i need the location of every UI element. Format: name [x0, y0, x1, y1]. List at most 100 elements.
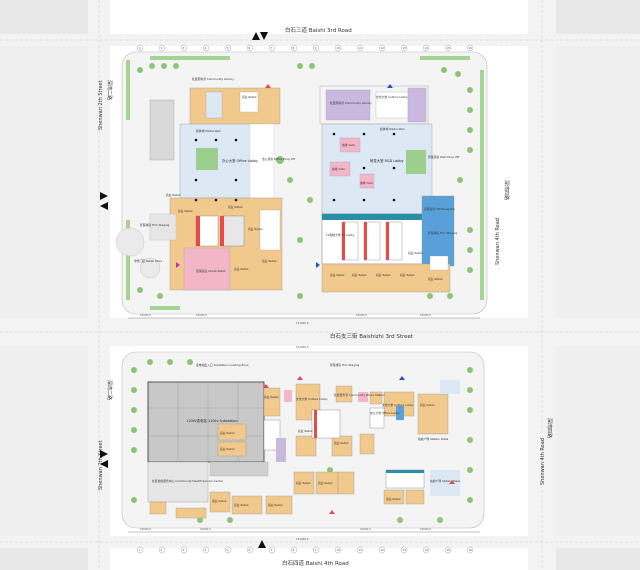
road-label-left-lower: 深湾二路 Shenwan 2th Street [98, 380, 113, 490]
grid-bubble [356, 546, 364, 554]
grid-bubble-label: 12 [381, 548, 385, 552]
s-police: 社区警务室 Community Police Station [334, 393, 385, 397]
svg-text:商业 Retail: 商业 Retail [220, 431, 235, 435]
svg-text:深湾二路: 深湾二路 [106, 80, 113, 100]
grid-bubble [246, 546, 254, 554]
grid-bubble-label: 11 [359, 46, 363, 50]
grid-bubble [444, 546, 452, 554]
svg-text:商业 Retail: 商业 Retail [334, 441, 349, 445]
grid-bubble [400, 546, 408, 554]
road-label-right-upper: 深湾四路 Shenwan 4th Road [495, 180, 510, 265]
svg-text:商业 Retail: 商业 Retail [262, 259, 277, 263]
north-left-building [115, 87, 283, 291]
svg-text:深湾四路: 深湾四路 [546, 418, 553, 438]
grid-bubble-label: 5 [227, 46, 229, 50]
svg-text:商业 Retail: 商业 Retail [408, 251, 423, 255]
grid-bubble [180, 44, 188, 52]
grid-bubble [290, 44, 298, 52]
grid-bubble-label: 14 [425, 46, 429, 50]
grid-bubble [312, 44, 320, 52]
grid-bubble-label: 3 [183, 46, 185, 50]
nr-drop-off: 研发落客 R&D Drop Off [428, 155, 459, 159]
grid-bubble-label: 10 [337, 46, 341, 50]
nr-rd-lobby: 研发大堂 R&D Lobby [370, 158, 404, 163]
grid-bubble-label: 10 [337, 548, 341, 552]
grid-bubble [444, 44, 452, 52]
road-label-top: 白石三道 Baishi 3rd Road [285, 26, 352, 34]
nl-film-staging: 影院排队 Film Staging [140, 223, 170, 227]
road-label-middle: 白石支三街 Baishizhi 3rd Street [330, 332, 414, 340]
nl-store-label: 零售门店 Retail Store [134, 259, 163, 263]
grid-bubble [202, 546, 210, 554]
grid-bubble [334, 44, 342, 52]
north-marker-icons [176, 84, 393, 268]
grid-bubble-label: 1 [139, 46, 141, 50]
svg-text:商业 Retail: 商业 Retail [298, 429, 313, 433]
road-label-left-upper: 深湾二路 Shenwan 2th Street [98, 80, 113, 130]
svg-text:Shenwan 4th Road: Shenwan 4th Road [495, 218, 501, 265]
grid-bubble-label: 6 [249, 548, 251, 552]
grid-bubble [356, 44, 364, 52]
grid-bubble [202, 44, 210, 52]
grid-bubble-label: 14 [425, 548, 429, 552]
north-block: 社区图书室 Community Library 商业 Retail 媒体墙 Me… [115, 51, 488, 315]
svg-text:10000.0: 10000.0 [360, 527, 371, 531]
entrance-arrow-icons [100, 32, 268, 548]
svg-text:商业 Retail: 商业 Retail [234, 267, 249, 271]
svg-text:商业 Retail: 商业 Retail [178, 209, 193, 213]
s-substation-zone: 变电站出入口 Substation Loading Zone [196, 363, 249, 367]
grid-bubble-label: 11 [359, 548, 363, 552]
grid-bubble-label: 16 [469, 548, 473, 552]
grid-bubble [466, 44, 474, 52]
s-station-plaza: 站前广场 Station Plaza [418, 437, 449, 441]
nl-drop-label: 办公落客 Office Drop Off [262, 157, 295, 161]
grid-bubble [466, 546, 474, 554]
grid-bubble [268, 546, 276, 554]
road-label-right-lower: 深湾四路 Shenwan 4th Road [540, 418, 553, 485]
svg-text:Shenwan 2th Street: Shenwan 2th Street [98, 80, 104, 130]
grid-bubble-label: 6 [249, 46, 251, 50]
grid-bubble-label: 9 [315, 46, 317, 50]
svg-text:商业 Retail: 商业 Retail [386, 497, 401, 501]
svg-text:深湾二路: 深湾二路 [106, 380, 113, 400]
svg-text:商业 Retail: 商业 Retail [234, 503, 249, 507]
svg-text:商业 Retail: 商业 Retail [166, 193, 181, 197]
svg-text:商业 Retail: 商业 Retail [352, 273, 367, 277]
svg-text:商业 Retail: 商业 Retail [212, 499, 227, 503]
grid-bubble-label: 13 [403, 46, 407, 50]
svg-text:咖啡 Cafe: 咖啡 Cafe [332, 167, 345, 171]
grid-bubble [378, 44, 386, 52]
grid-bubble [422, 44, 430, 52]
grid-bubble [246, 44, 254, 52]
svg-text:10000.0: 10000.0 [200, 527, 211, 531]
grid-bubble-label: 9 [315, 548, 317, 552]
s-health-center: 社区健康服务中心 Community Health Service Center [152, 479, 224, 483]
south-dimensions: 151000.0 151000.0 10000.0 10000.0 10000.… [128, 345, 480, 541]
svg-text:咖啡 Cafe: 咖啡 Cafe [360, 181, 373, 185]
svg-text:Shenwan 4th Road: Shenwan 4th Road [540, 438, 546, 485]
svg-text:10000.0: 10000.0 [140, 313, 151, 317]
grid-bubble [312, 546, 320, 554]
grid-bubble-label: 3 [183, 548, 185, 552]
svg-text:深湾四路: 深湾四路 [503, 180, 510, 200]
svg-text:10000.0: 10000.0 [420, 313, 431, 317]
s-film-staging: 影院排队 Film Staging [330, 363, 360, 367]
nl-retail-labels: 商业 Retail 商业 Retail 商业 Retail 商业 Retail … [166, 193, 277, 271]
s-retail-labels: 商业 Retail 商业 Retail 商业 Retail 商业 Retail … [212, 395, 435, 507]
s-substation-label: 110kV变电站 110kv Substation [186, 418, 238, 423]
svg-text:商业 Retail: 商业 Retail [318, 481, 333, 485]
svg-text:商业 Retail: 商业 Retail [264, 395, 279, 399]
nr-vip: 贵宾接待 VIP Reception [424, 207, 456, 211]
north-right-building [319, 85, 455, 293]
s-station-plaza-2: 站前广场 Station Plaza [430, 479, 461, 483]
s-culture-lobby: 文化大堂 Culture Lobby [296, 397, 328, 401]
grid-bubble [224, 546, 232, 554]
grid-bubble-label: 15 [447, 46, 451, 50]
svg-text:商业 Retail: 商业 Retail [428, 277, 443, 281]
svg-text:151000.0: 151000.0 [296, 321, 309, 325]
svg-text:商业 Retail: 商业 Retail [248, 227, 263, 231]
svg-text:151000.0: 151000.0 [296, 345, 309, 349]
grid-bubble-label: 7 [271, 46, 273, 50]
